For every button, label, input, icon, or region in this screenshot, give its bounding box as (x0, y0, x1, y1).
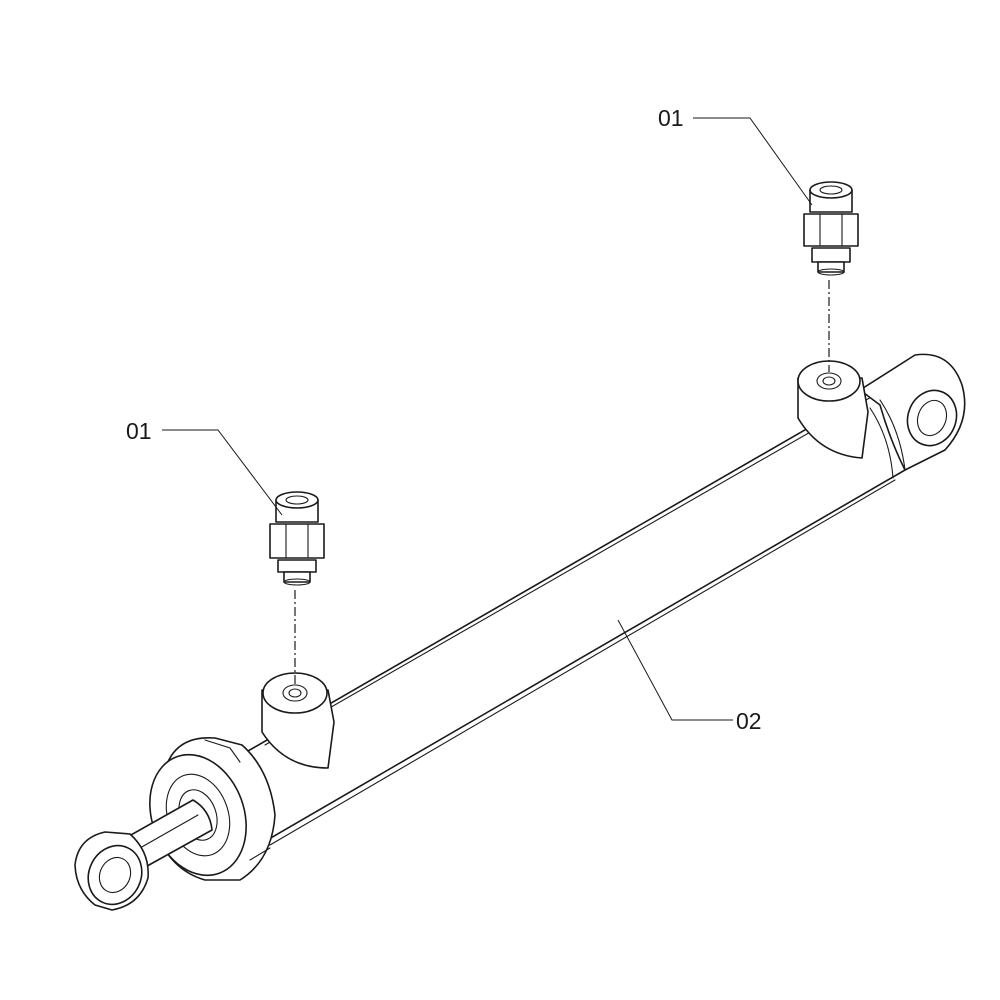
hydraulic-cylinder-body (74, 353, 966, 911)
leader-line-cylinder (617, 619, 733, 721)
leader-line-fitting-left (162, 429, 283, 516)
cylinder-barrel (214, 376, 932, 851)
callout-label-fitting-left: 01 (126, 418, 152, 444)
callout-label-fitting-top: 01 (658, 105, 684, 131)
front-port-boss (261, 672, 335, 769)
callout-label-cylinder: 02 (736, 708, 762, 734)
rear-clevis (859, 353, 966, 479)
hydraulic-fitting-left (269, 491, 325, 586)
rod-eye (74, 831, 149, 911)
leader-line-fitting-top (693, 117, 813, 206)
hydraulic-fitting-top (803, 181, 859, 276)
